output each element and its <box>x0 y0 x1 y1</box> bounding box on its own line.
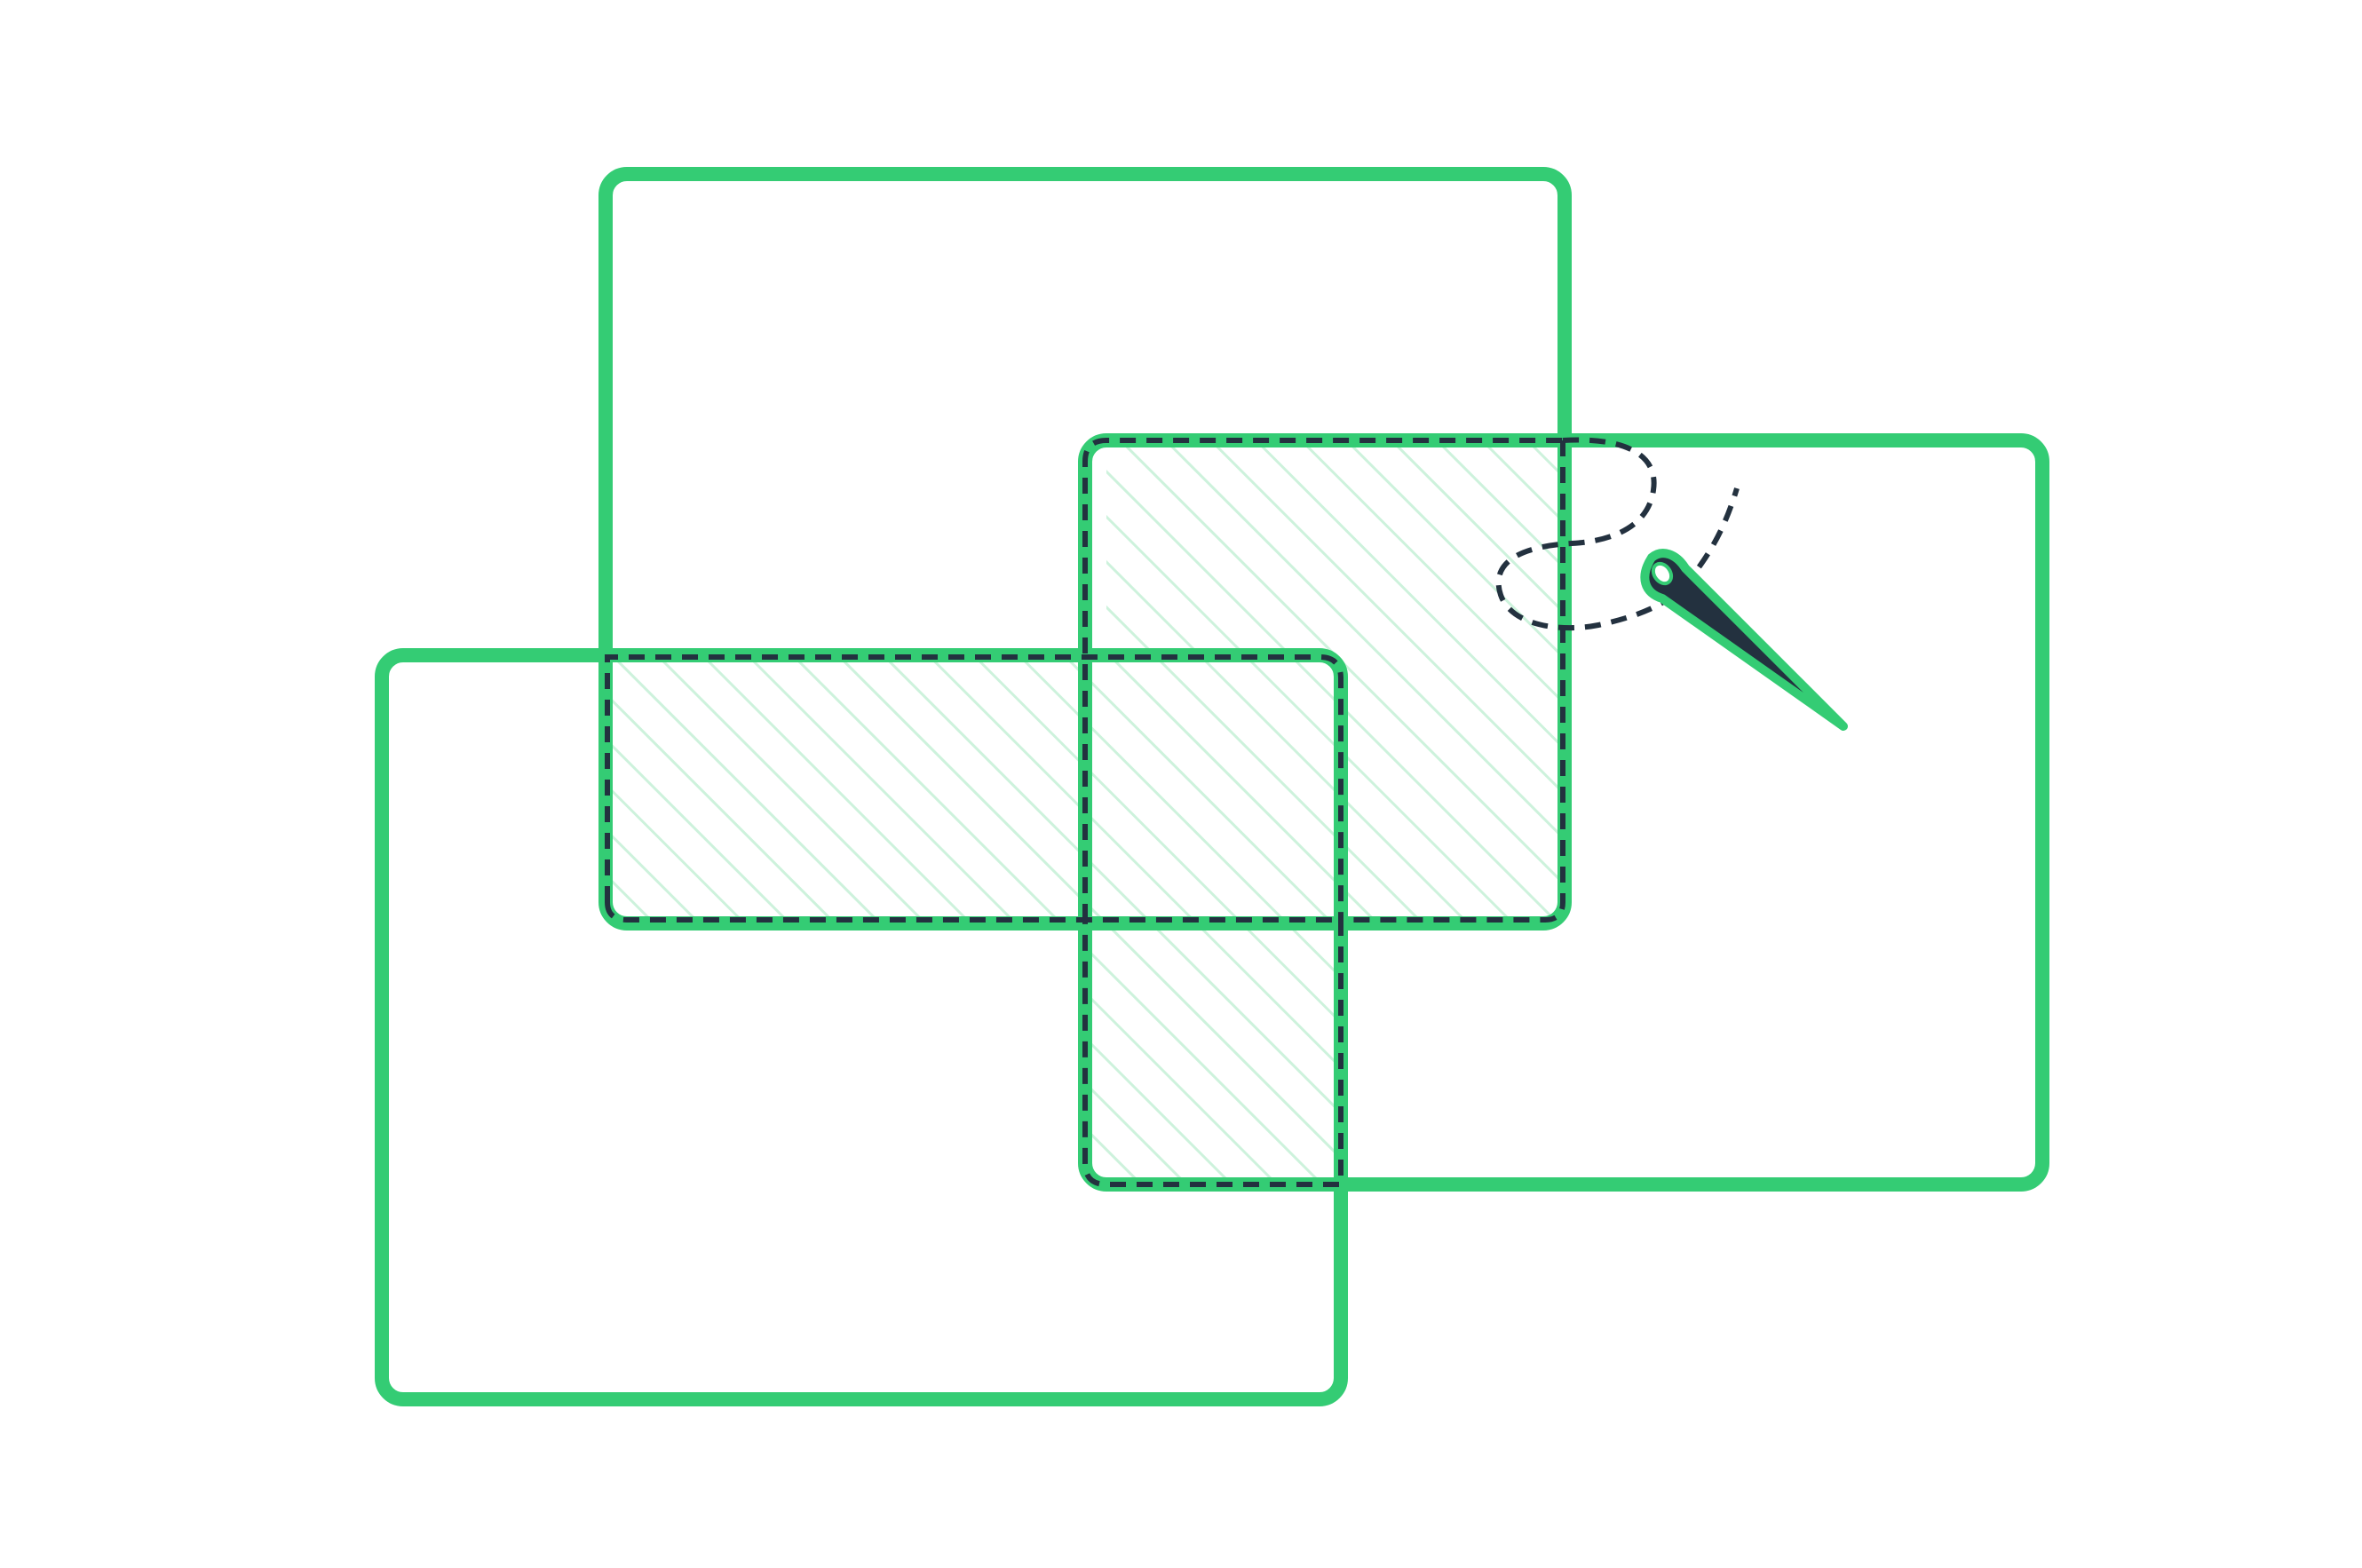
stitch-right-edge <box>1341 440 1565 923</box>
stitch-top-right <box>1082 438 1563 920</box>
overlap-right-bottom <box>1085 920 1341 1184</box>
sewing-needle-icon <box>1640 549 1848 731</box>
stitch-top-bottom <box>605 654 1343 920</box>
stitch-top-bottom-base <box>605 901 1341 923</box>
stitch-right-bottom <box>1082 920 1343 1187</box>
overlap-top-bottom <box>609 657 1341 920</box>
